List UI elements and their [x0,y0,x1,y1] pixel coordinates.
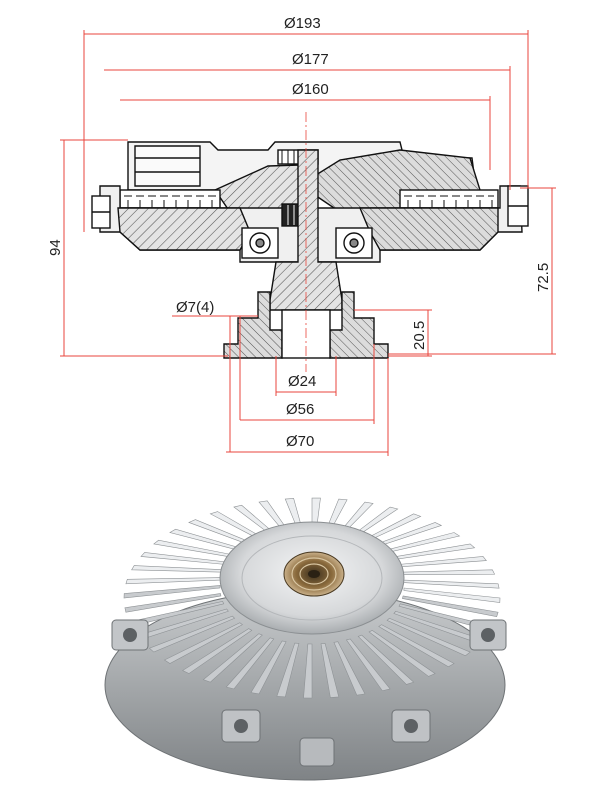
cooling-fin [225,637,275,690]
cooling-fin [378,624,455,668]
cooling-fin [202,633,263,683]
cooling-fin [368,629,436,677]
cooling-fin [403,587,501,603]
cooling-fin [125,577,223,585]
fan-clutch-photo [104,497,507,781]
cooling-fin [163,622,244,664]
cooling-fin [402,595,499,618]
dim-diameter-24: Ø24 [288,373,316,390]
dim-diameter-70: Ø70 [286,433,314,450]
cooling-fin [124,593,222,613]
cooling-fin [402,579,500,589]
fin-row-right [399,189,499,209]
cooling-fin [399,569,496,575]
cooling-fin [345,638,391,692]
dimension-lines [60,30,556,456]
dim-diameter-177: Ø177 [292,51,329,68]
cooling-fin [320,643,340,698]
cooling-fin [250,640,287,695]
bolt-tabs [111,619,507,767]
fin-row-left [119,189,221,209]
cooling-fin [395,556,487,568]
cooling-fin [131,565,226,573]
technical-drawing: Ø193 Ø177 Ø160 94 72.5 20.5 Ø7(4) Ø24 Ø5… [47,15,556,456]
dim-height-20-5: 20.5 [411,321,428,350]
cooling-fin [303,643,313,699]
cooling-fin [148,615,236,653]
cooling-fin [357,634,415,685]
dim-height-94: 94 [47,239,64,256]
cooling-fin [276,642,300,698]
bearing-right [335,227,373,259]
clutch-cross-section [91,112,529,372]
dim-diameter-193: Ø193 [284,15,321,32]
dim-hole-7x4: Ø7(4) [176,299,214,316]
bearing-left [241,227,279,259]
cooling-fin [386,617,471,657]
cooling-fin [123,585,221,599]
dim-diameter-56: Ø56 [286,401,314,418]
dim-diameter-160: Ø160 [292,81,329,98]
dim-height-72-5: 72.5 [535,263,552,292]
cooling-fin [333,641,366,696]
cooling-fin [182,628,253,674]
